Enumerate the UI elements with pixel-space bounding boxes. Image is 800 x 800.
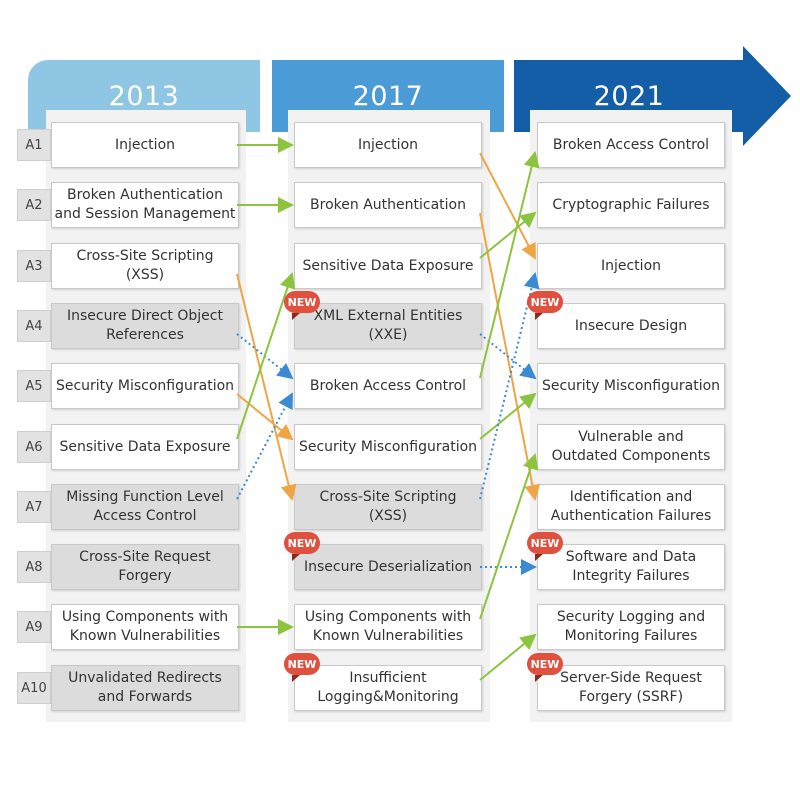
risk-item-2017: Insecure Deserialization — [294, 544, 482, 590]
risk-item-2013: Cross-Site Scripting (XSS) — [51, 243, 239, 289]
timeline-arrow-icon — [743, 46, 791, 146]
risk-item-2017: Sensitive Data Exposure — [294, 243, 482, 289]
risk-item-2013: Sensitive Data Exposure — [51, 424, 239, 470]
rank-label: A3 — [17, 250, 51, 282]
risk-item-2013: Using Components with Known Vulnerabilit… — [51, 604, 239, 650]
connector-2017-2021 — [479, 152, 536, 260]
connector-2013-2017 — [236, 393, 294, 441]
risk-item-2021: Security Misconfiguration — [537, 363, 725, 409]
new-badge: NEW — [284, 653, 320, 682]
rank-label: A2 — [17, 189, 51, 221]
risk-item-2013: Injection — [51, 122, 239, 168]
risk-item-2021: Insecure Design — [537, 303, 725, 349]
risk-item-2021: Security Logging and Monitoring Failures — [537, 604, 725, 650]
connector-2017-2021 — [479, 211, 537, 259]
risk-item-2017: Using Components with Known Vulnerabilit… — [294, 604, 482, 650]
rank-label: A9 — [17, 611, 51, 643]
risk-item-2013: Security Misconfiguration — [51, 363, 239, 409]
connector-2017-2021 — [479, 392, 537, 440]
rank-label: A5 — [17, 370, 51, 402]
new-badge: NEW — [284, 532, 320, 561]
rank-label: A4 — [17, 310, 51, 342]
risk-item-2017: Injection — [294, 122, 482, 168]
connector-2013-2017 — [236, 273, 297, 501]
rank-label: A6 — [17, 431, 51, 463]
risk-item-2021: Injection — [537, 243, 725, 289]
risk-item-2021: Vulnerable and Outdated Components — [537, 424, 725, 470]
risk-item-2021: Broken Access Control — [537, 122, 725, 168]
risk-item-2017: Broken Access Control — [294, 363, 482, 409]
risk-item-2013: Broken Authentication and Session Manage… — [51, 182, 239, 228]
connector-2017-2021 — [479, 453, 539, 620]
risk-item-2021: Software and Data Integrity Failures — [537, 544, 725, 590]
risk-item-2021: Identification and Authentication Failur… — [537, 484, 725, 530]
connector-2013-2017 — [236, 272, 296, 440]
risk-item-2021: Cryptographic Failures — [537, 182, 725, 228]
risk-item-2021: Server-Side Request Forgery (SSRF) — [537, 665, 725, 711]
risk-item-2013: Insecure Direct Object References — [51, 303, 239, 349]
connector-2017-2021 — [479, 272, 540, 500]
risk-item-2017: Insufficient Logging&Monitoring — [294, 665, 482, 711]
connector-2013-2017 — [236, 392, 293, 500]
connector-2017-2021 — [479, 633, 537, 681]
risk-item-2017: XML External Entities (XXE) — [294, 303, 482, 349]
risk-item-2017: Security Misconfiguration — [294, 424, 482, 470]
risk-item-2013: Missing Function Level Access Control — [51, 484, 239, 530]
new-badge: NEW — [527, 532, 563, 561]
rank-label: A10 — [17, 672, 51, 704]
risk-item-2017: Cross-Site Scripting (XSS) — [294, 484, 482, 530]
risk-item-2013: Cross-Site Request Forgery — [51, 544, 239, 590]
new-badge: NEW — [527, 653, 563, 682]
rank-label: A7 — [17, 491, 51, 523]
risk-item-2017: Broken Authentication — [294, 182, 482, 228]
rank-label: A8 — [17, 551, 51, 583]
rank-label: A1 — [17, 129, 51, 161]
risk-item-2013: Unvalidated Redirects and Forwards — [51, 665, 239, 711]
connector-2017-2021 — [479, 151, 540, 379]
new-badge: NEW — [527, 291, 563, 320]
new-badge: NEW — [284, 291, 320, 320]
